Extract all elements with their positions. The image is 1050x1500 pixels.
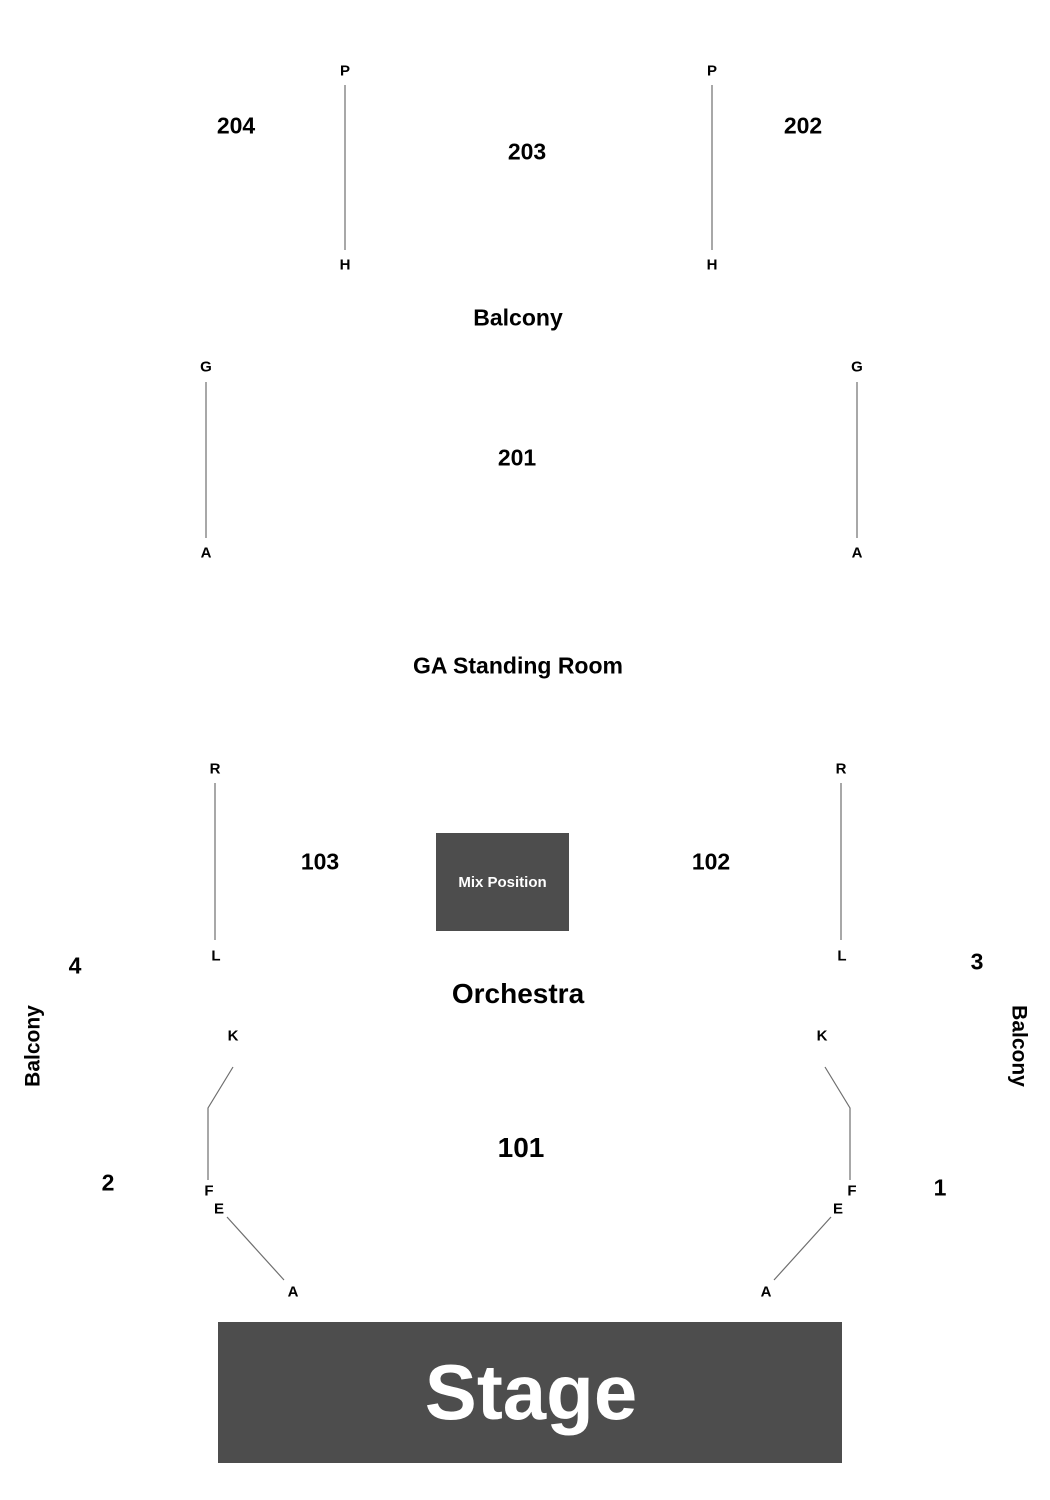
row-line-101-right-upper — [824, 1066, 851, 1180]
box-1[interactable]: 1 — [933, 1174, 947, 1201]
section-103[interactable]: 103 — [300, 848, 340, 875]
box-3[interactable]: 3 — [970, 948, 984, 975]
zone-label-ga-standing-room[interactable]: GA Standing Room — [413, 652, 623, 679]
row-line-101-left-upper — [207, 1066, 234, 1180]
section-203[interactable]: 203 — [507, 138, 547, 165]
mix-position-label: Mix Position — [458, 873, 547, 891]
row-label-g-right: G — [851, 358, 863, 376]
row-label-a-left-orch: A — [287, 1283, 299, 1301]
row-label-e-left: E — [213, 1200, 225, 1218]
section-201[interactable]: 201 — [497, 444, 537, 471]
row-label-a-left: A — [200, 544, 212, 562]
row-label-g-left: G — [200, 358, 212, 376]
row-line-101-left-lower — [226, 1216, 285, 1281]
row-label-f-left: F — [204, 1182, 214, 1200]
row-label-h-left: H — [339, 256, 351, 274]
box-2[interactable]: 2 — [101, 1169, 115, 1196]
row-label-e-right: E — [832, 1200, 844, 1218]
row-line-101-right-lower — [773, 1216, 832, 1281]
section-101[interactable]: 101 — [497, 1132, 545, 1163]
side-balcony-label-right: Balcony — [1007, 1005, 1031, 1087]
box-4[interactable]: 4 — [68, 952, 82, 979]
section-202[interactable]: 202 — [783, 112, 823, 139]
row-label-h-right: H — [706, 256, 718, 274]
row-label-l-right: L — [837, 947, 847, 965]
row-label-k-left: K — [227, 1027, 239, 1045]
zone-label-orchestra: Orchestra — [451, 978, 585, 1009]
stage: Stage — [218, 1322, 842, 1463]
section-204[interactable]: 204 — [216, 112, 256, 139]
row-label-r-left: R — [209, 760, 221, 778]
row-label-l-left: L — [211, 947, 221, 965]
row-label-p-left: P — [339, 62, 351, 80]
row-label-a-right-orch: A — [760, 1283, 772, 1301]
mix-position: Mix Position — [436, 833, 569, 931]
side-balcony-label-left: Balcony — [21, 1005, 45, 1087]
row-label-f-right: F — [847, 1182, 857, 1200]
zone-label-balcony: Balcony — [473, 304, 563, 331]
row-label-p-right: P — [706, 62, 718, 80]
section-102[interactable]: 102 — [691, 848, 731, 875]
row-label-r-right: R — [835, 760, 847, 778]
stage-label: Stage — [424, 1348, 638, 1436]
row-label-k-right: K — [816, 1027, 828, 1045]
row-label-a-right: A — [851, 544, 863, 562]
